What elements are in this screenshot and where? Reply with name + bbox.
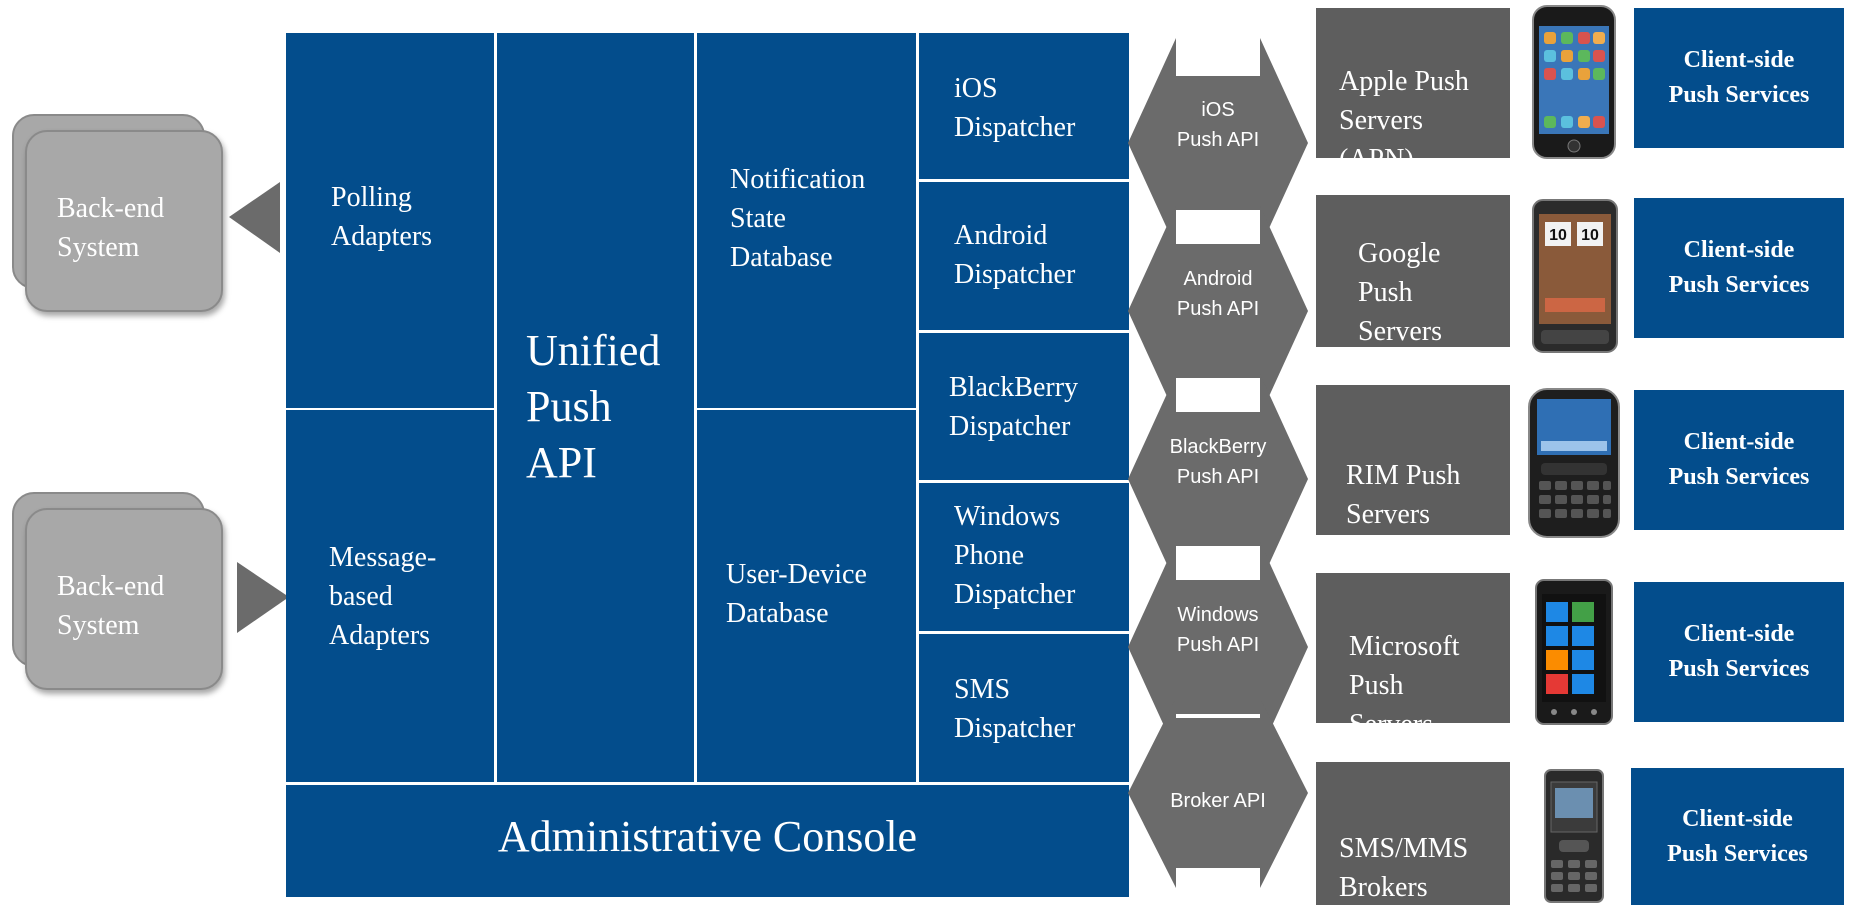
backend-system-label: Back-end System [57, 571, 165, 641]
polling-adapters-block: Polling Adapters [286, 33, 494, 408]
rim-push-servers-box: RIM Push Servers [1316, 385, 1510, 535]
client-services-label: Client-side Push Services [1667, 805, 1808, 867]
dispatcher-label: SMS Dispatcher [954, 674, 1076, 744]
admin-console-label: Administrative Console [497, 812, 918, 861]
microsoft-push-servers-box: Microsoft Push Servers [1316, 573, 1510, 740]
blackberry-dispatcher-block: BlackBerry Dispatcher [919, 333, 1129, 480]
push-server-label: Apple Push Servers (APN) [1339, 66, 1469, 175]
sms-mms-brokers-box: SMS/MMS Brokers [1316, 762, 1510, 905]
ios-dispatcher-block: iOS Dispatcher [919, 33, 1129, 179]
user-device-db-label: User-Device Database [726, 559, 867, 629]
svg-text:10: 10 [1549, 227, 1567, 244]
android-dispatcher-block: Android Dispatcher [919, 182, 1129, 330]
broker-api-arrow [1128, 698, 1308, 888]
dispatcher-label: BlackBerry Dispatcher [949, 372, 1079, 442]
client-side-push-services-box: Client-side Push Services [1634, 582, 1844, 722]
message-adapters-label: Message- based Adapters [329, 542, 437, 651]
push-server-label: Google Push Servers (C2DM) [1358, 238, 1455, 386]
push-api-label: Android Push API [1176, 268, 1260, 320]
dispatcher-label: Android Dispatcher [954, 220, 1076, 290]
admin-console-block: Administrative Console [286, 785, 1129, 897]
client-side-push-services-box: Client-side Push Services [1634, 8, 1844, 148]
push-api-label: BlackBerry Push API [1169, 436, 1267, 488]
arrow-right-icon [237, 562, 289, 633]
client-services-label: Client-side Push Services [1668, 47, 1810, 108]
sms-dispatcher-block: SMS Dispatcher [919, 634, 1129, 782]
notification-db-block: Notification State Database [697, 33, 916, 408]
polling-adapters-label: Polling Adapters [331, 182, 433, 252]
push-api-label: Broker API [1170, 790, 1266, 812]
push-server-label: Microsoft Push Servers [1349, 631, 1460, 740]
user-device-db-block: User-Device Database [697, 410, 916, 782]
push-server-label: RIM Push Servers [1346, 460, 1461, 530]
backend-system-label: Back-end System [57, 193, 165, 263]
android-push-api-arrow [1128, 206, 1308, 416]
blackberry-push-api-arrow [1128, 374, 1308, 584]
blackberry-phone-icon [1528, 388, 1620, 538]
client-side-push-services-box: Client-side Push Services [1634, 390, 1844, 530]
windows-push-api-arrow [1128, 542, 1308, 752]
android-phone-icon: 10 10 [1532, 199, 1618, 353]
dispatcher-label: iOS Dispatcher [954, 73, 1076, 143]
backend-system-box: Back-end System [25, 508, 223, 690]
unified-api-label: Unified Push API [526, 326, 661, 487]
client-services-label: Client-side Push Services [1668, 621, 1810, 682]
unified-api-block: Unified Push API [497, 33, 694, 782]
google-push-servers-box: Google Push Servers (C2DM) [1316, 195, 1510, 386]
ios-push-api-arrow [1128, 38, 1308, 248]
push-api-label: Windows Push API [1176, 604, 1260, 656]
client-side-push-services-box: Client-side Push Services [1631, 768, 1844, 905]
apple-push-servers-box: Apple Push Servers (APN) [1316, 8, 1510, 175]
notification-db-label: Notification State Database [730, 164, 866, 273]
client-services-label: Client-side Push Services [1668, 429, 1810, 490]
windows-phone-icon [1535, 579, 1613, 725]
push-api-label: iOS Push API [1176, 99, 1260, 151]
client-services-label: Client-side Push Services [1668, 237, 1810, 298]
backend-system-box: Back-end System [25, 130, 223, 312]
arrow-left-icon [229, 182, 280, 253]
message-adapters-block: Message- based Adapters [286, 410, 494, 782]
windows-dispatcher-block: Windows Phone Dispatcher [919, 483, 1129, 631]
feature-phone-icon [1544, 769, 1604, 903]
iphone-icon [1532, 5, 1616, 159]
push-server-label: SMS/MMS Brokers [1339, 833, 1469, 903]
dispatcher-label: Windows Phone Dispatcher [954, 501, 1076, 610]
svg-text:10: 10 [1581, 227, 1599, 244]
client-side-push-services-box: Client-side Push Services [1634, 198, 1844, 338]
